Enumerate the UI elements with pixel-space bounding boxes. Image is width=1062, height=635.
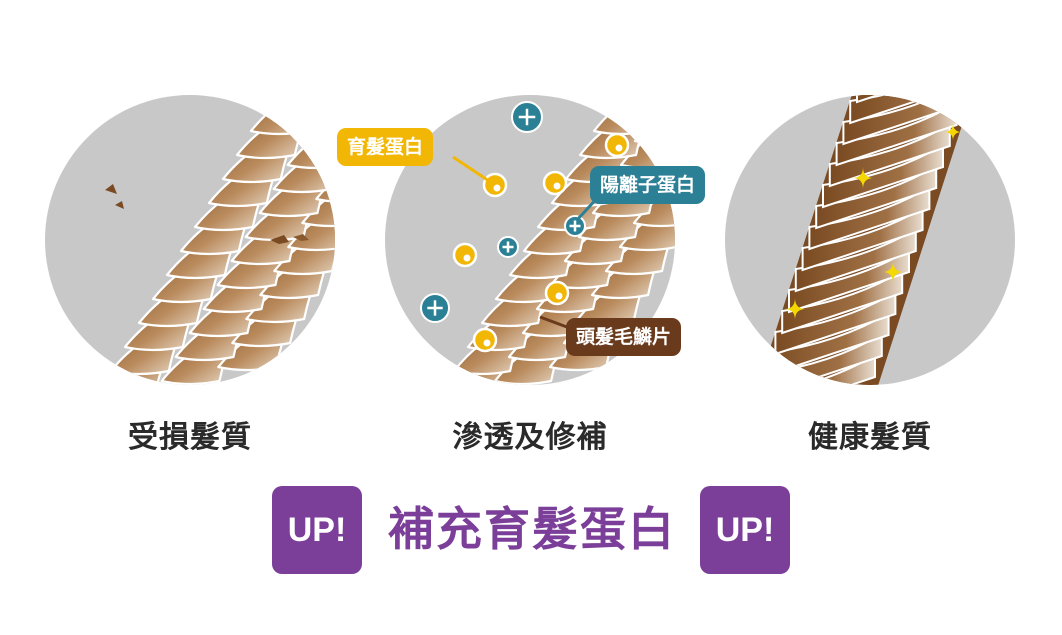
hair-scale xyxy=(647,95,675,122)
caption-repair: 滲透及修補 xyxy=(452,420,608,455)
hair-scale xyxy=(754,353,876,385)
plus-icon xyxy=(420,293,450,323)
sparkle-icon xyxy=(882,261,904,283)
damaged-hair-illustration xyxy=(45,95,335,385)
up-badge-right: UP! xyxy=(700,486,790,574)
cation-protein-callout: 陽離子蛋白 xyxy=(590,166,706,204)
sparkle-icon xyxy=(852,167,874,189)
up-badge-left: UP! xyxy=(272,486,362,574)
protein-particle xyxy=(544,280,570,306)
hair-scale xyxy=(300,95,335,146)
hair-scale xyxy=(774,290,897,356)
hair-scale xyxy=(592,95,665,136)
protein-callout: 育髮蛋白 xyxy=(337,128,434,166)
protein-particle xyxy=(542,170,568,196)
hair-scale xyxy=(794,227,917,293)
protein-particle xyxy=(452,242,478,268)
hair-scale xyxy=(835,101,958,167)
hair-scale xyxy=(815,164,938,230)
hair-scale xyxy=(801,206,924,272)
protein-particle xyxy=(604,132,630,158)
healthy-hair-illustration xyxy=(725,95,1015,385)
plus-icon xyxy=(511,101,543,133)
hair-scale xyxy=(781,269,904,335)
hair-scale xyxy=(633,95,675,146)
plus-icon xyxy=(497,236,519,258)
hair-scale xyxy=(767,311,890,377)
broken-scale-fragments xyxy=(105,184,309,244)
hair-scale xyxy=(849,95,972,125)
banner-title: 補充育髮蛋白 xyxy=(388,502,676,556)
hair-scale xyxy=(788,248,910,314)
protein-leader-line xyxy=(452,155,496,187)
hair-scale xyxy=(808,185,931,251)
hair-scale xyxy=(329,127,335,180)
protein-particle xyxy=(472,327,498,353)
plus-icon xyxy=(564,215,586,237)
hair-scale xyxy=(314,95,335,122)
caption-healthy-hair: 健康髮質 xyxy=(808,420,932,455)
hair-scale xyxy=(822,143,944,209)
caption-damaged-hair: 受損髮質 xyxy=(128,420,252,455)
sparkle-icon xyxy=(784,298,806,320)
sparkle-icon xyxy=(944,123,962,141)
hair-scale-callout: 頭髮毛鱗片 xyxy=(566,318,682,356)
